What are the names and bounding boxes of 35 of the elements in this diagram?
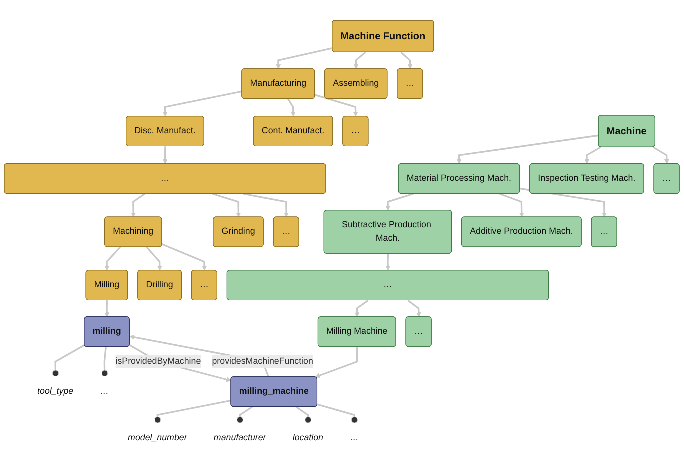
connector [154, 400, 232, 424]
arrow [652, 146, 670, 164]
connector [296, 406, 312, 424]
arrow [162, 146, 168, 164]
arrow [400, 52, 413, 70]
node-text: … [350, 433, 359, 443]
arrow [456, 134, 599, 164]
arrow [243, 193, 289, 218]
node-text: … [100, 386, 110, 396]
arrow [162, 90, 242, 117]
arrow [104, 300, 110, 318]
arrow [288, 98, 296, 117]
arrow [386, 254, 391, 271]
arrow [131, 193, 146, 218]
node-text: tool_type [38, 386, 74, 396]
arrow [584, 146, 602, 164]
node-text: location [292, 433, 324, 443]
arrow [212, 193, 242, 218]
connector [317, 404, 358, 424]
arrow [354, 52, 366, 70]
arrow [104, 246, 122, 271]
connector [102, 347, 108, 378]
arrow [499, 193, 524, 218]
connector [52, 344, 86, 378]
arrow [315, 347, 358, 378]
arrow [408, 300, 422, 318]
arrow [276, 48, 333, 70]
arrow [162, 244, 207, 271]
arrow [314, 94, 358, 117]
arrow [354, 300, 369, 318]
arrow [146, 246, 162, 271]
node-text: model_number [128, 433, 188, 443]
connector [236, 406, 253, 424]
node-text: manufacturer [214, 433, 266, 443]
arrow [386, 193, 414, 211]
